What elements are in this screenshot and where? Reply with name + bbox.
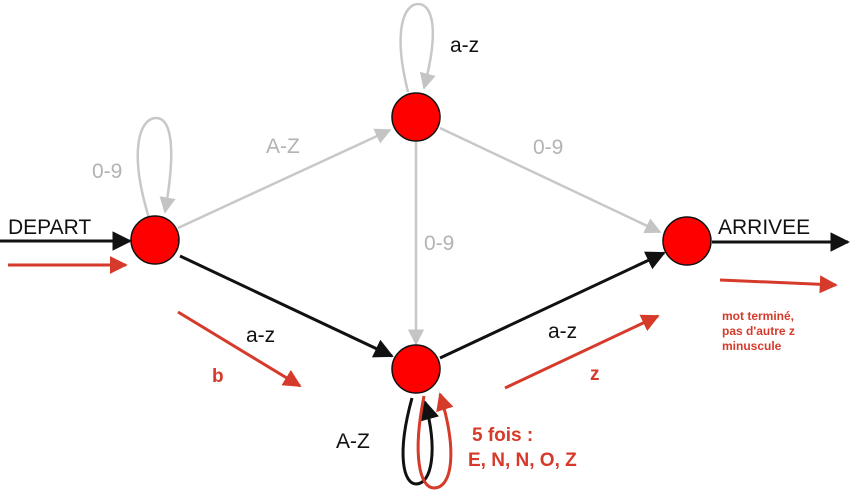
red-bottom-loop (416, 392, 454, 490)
edge-bottom-to-right (439, 251, 666, 360)
edge-left-to-bottom (179, 254, 394, 358)
left-self-loop (136, 116, 176, 219)
node-top (391, 92, 441, 142)
black-edges (0, 231, 850, 486)
annotation-five-times-1: 5 fois : (472, 425, 533, 446)
label-start: DEPART (8, 216, 91, 239)
label-end: ARRIVEE (718, 216, 810, 239)
bottom-self-loop-black (401, 397, 439, 486)
label-bottom-loop: A-Z (336, 430, 370, 453)
annotation-b: b (212, 366, 224, 387)
top-self-loop (399, 2, 436, 93)
red-arrow-b (177, 310, 302, 388)
annotation-finished-3: minuscule (722, 339, 782, 353)
annotation-five-times-2: E, N, N, O, Z (468, 450, 577, 471)
label-edge-bottom-right: a-z (548, 320, 577, 343)
label-edge-top-bottom: 0-9 (424, 232, 454, 255)
label-edge-left-bottom: a-z (246, 324, 275, 347)
node-bottom (391, 344, 441, 394)
nodes (130, 92, 712, 394)
annotation-finished-1: mot terminé, (722, 309, 794, 323)
label-left-loop: 0-9 (92, 160, 122, 183)
red-arrow-end (719, 275, 838, 294)
node-start (130, 215, 180, 265)
label-edge-left-top: A-Z (266, 135, 300, 158)
red-arrows (8, 256, 838, 490)
annotation-z: z (590, 364, 600, 385)
edge-top-to-right (439, 126, 662, 234)
label-top-loop: a-z (450, 34, 479, 57)
grey-edges (136, 2, 662, 346)
red-arrow-z (504, 314, 660, 390)
edge-left-to-top (177, 128, 392, 230)
node-end (662, 216, 712, 266)
label-edge-top-right: 0-9 (533, 136, 563, 159)
annotation-finished-2: pas d'autre z (722, 324, 795, 338)
